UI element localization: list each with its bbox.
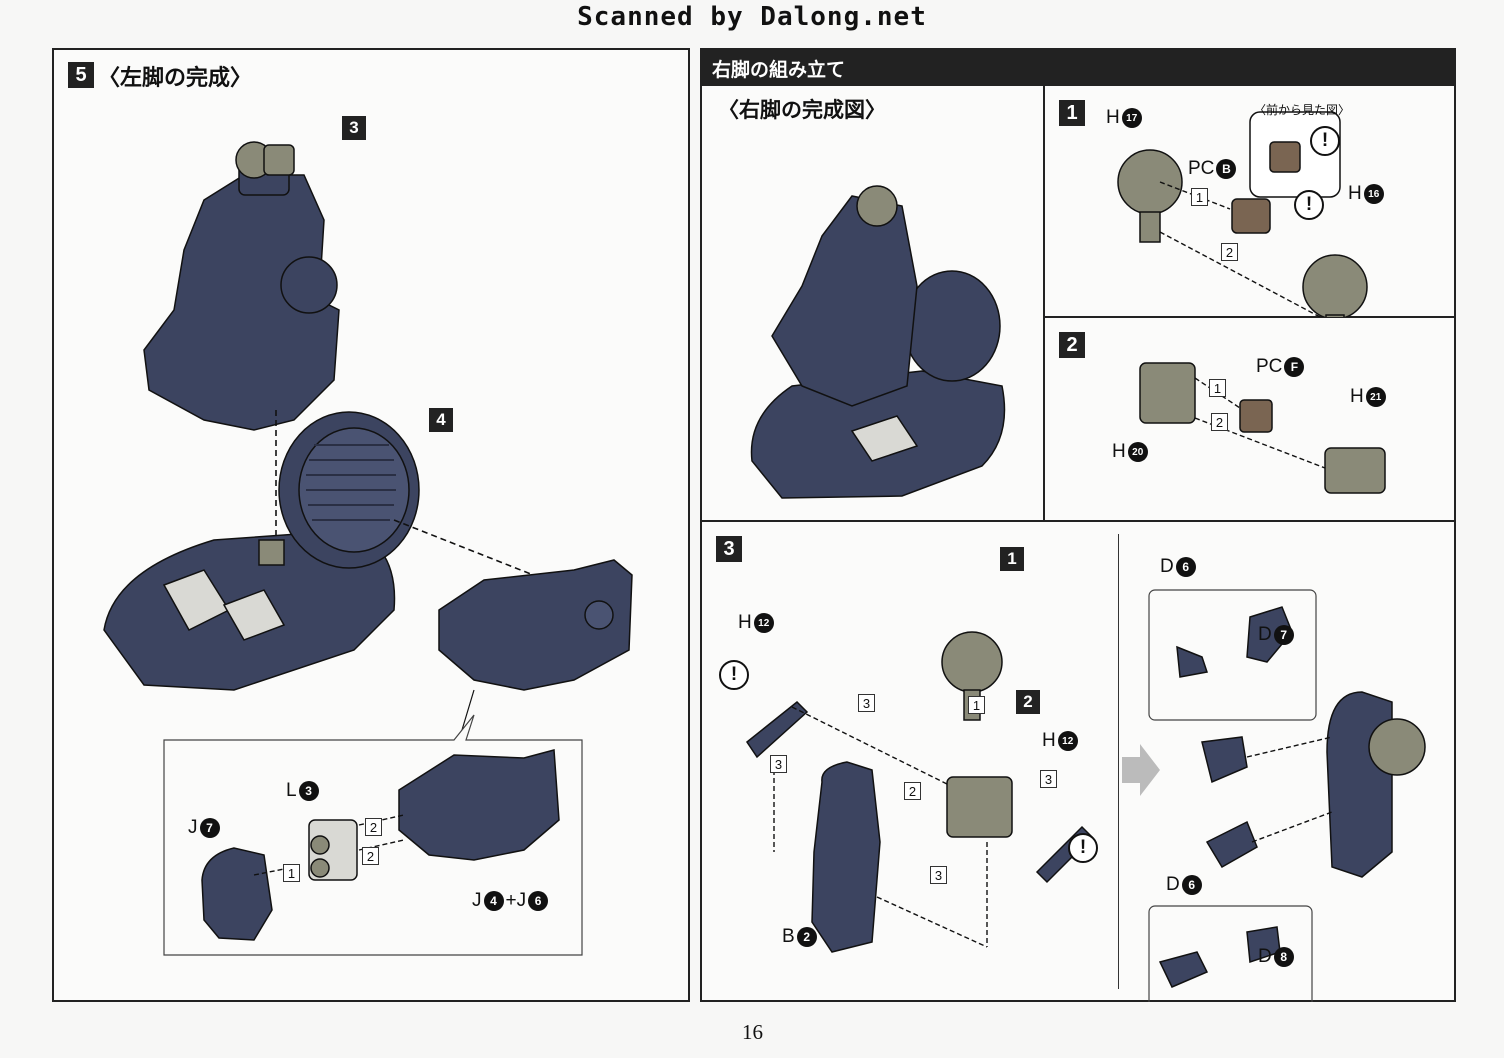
front-view-label: 〈前から見た図〉	[1254, 103, 1351, 117]
right-leg-header: 右脚の組み立て	[702, 50, 1454, 86]
callout-2: 2	[1016, 690, 1040, 714]
page-number: 16	[742, 1020, 763, 1044]
assembly-order-3: 3	[1040, 770, 1057, 788]
step2-illustration	[1139, 362, 1386, 494]
part-number-badge: 2	[796, 927, 817, 947]
part-number-badge: 21	[1365, 387, 1386, 407]
part-number-badge: 8	[1273, 947, 1294, 967]
divider-step1-step2	[1043, 316, 1456, 318]
part-number-badge: 7	[199, 818, 220, 838]
part-number-badge: 17	[1121, 108, 1142, 128]
assembly-order-1: 1	[1209, 379, 1226, 397]
part-number-badge: 3	[298, 781, 319, 801]
part-number-badge: 4	[483, 891, 504, 911]
divider-step3-inner	[1118, 534, 1119, 989]
scanner-watermark: Scanned by Dalong.net	[577, 2, 927, 32]
part-number-badge: 7	[1273, 625, 1294, 645]
part-number-badge: 16	[1363, 184, 1384, 204]
caution-icon: !	[719, 660, 749, 690]
divider-vertical-top	[1043, 86, 1045, 522]
part-number-badge: F	[1284, 357, 1305, 377]
assembly-order-1: 1	[968, 696, 985, 714]
part-number-badge: 12	[753, 613, 774, 633]
step-3-badge: 3	[716, 536, 742, 562]
part-number-badge: 20	[1127, 442, 1148, 462]
right-complete-title: 〈右脚の完成図〉	[718, 98, 886, 122]
assembly-order-1: 1	[1191, 188, 1208, 206]
part-number-badge: B	[1216, 159, 1237, 179]
callout-3: 3	[342, 116, 366, 140]
divider-top-bottom	[702, 520, 1456, 522]
caution-icon: !	[1310, 126, 1340, 156]
assembly-order-2: 2	[904, 782, 921, 800]
assembly-order-2: 2	[1221, 243, 1238, 261]
assembly-order-3: 3	[858, 694, 875, 712]
callout-4: 4	[429, 408, 453, 432]
assembly-order-2: 2	[1211, 413, 1228, 431]
right-leg-complete-illustration	[750, 185, 1006, 499]
step-number-5: 5	[68, 62, 94, 88]
assembly-order-1: 1	[283, 864, 300, 882]
left-panel-title: 〈左脚の完成〉	[98, 66, 253, 91]
assembly-order-2a: 2	[365, 818, 382, 836]
assembly-order-3: 3	[770, 755, 787, 773]
part-number-badge: 6	[1181, 875, 1202, 895]
part-number-badge: 6	[528, 891, 549, 911]
assembly-order-2b: 2	[362, 847, 379, 865]
part-number-badge: 6	[1175, 557, 1196, 577]
caution-icon: !	[1294, 190, 1324, 220]
part-number-badge: 12	[1057, 731, 1078, 751]
callout-1: 1	[1000, 547, 1024, 571]
caution-icon: !	[1068, 833, 1098, 863]
step-2-badge: 2	[1059, 332, 1085, 358]
step-1-badge: 1	[1059, 100, 1085, 126]
assembly-order-3: 3	[930, 866, 947, 884]
